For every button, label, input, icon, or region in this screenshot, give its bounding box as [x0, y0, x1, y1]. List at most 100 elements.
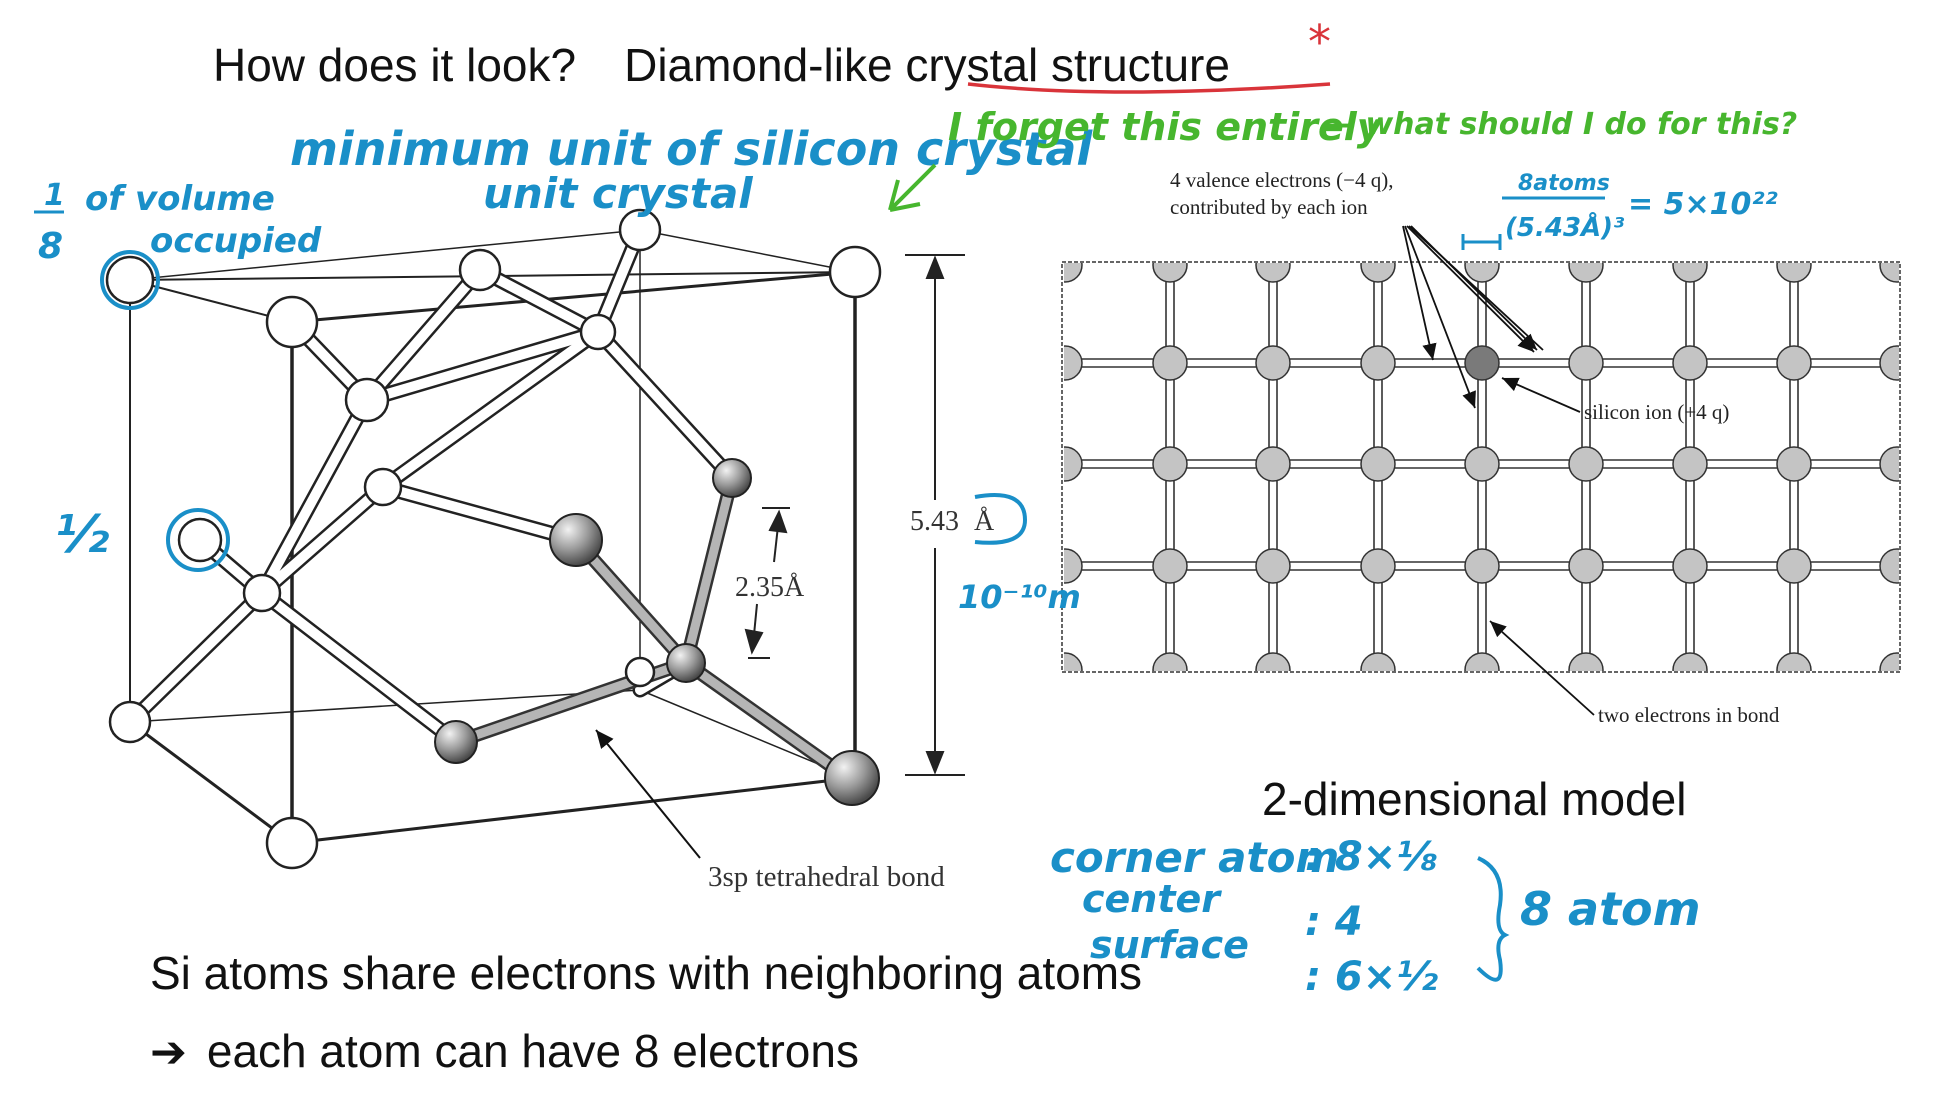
annotation-center-count: : 4 [1305, 899, 1363, 945]
silicon-ion [1360, 446, 1396, 482]
two-d-lattice [1040, 225, 1929, 716]
mask-rect [1040, 240, 1064, 700]
corner-atom [108, 700, 152, 744]
two-d-model-caption: 2-dimensional model [1262, 773, 1687, 825]
silicon-ion [1776, 345, 1812, 381]
annotation-volume-line1: of volume [85, 179, 275, 219]
slide-title: How does it look? Diamond-like crystal st… [213, 38, 1230, 92]
lattice-atoms [1047, 247, 1915, 688]
annotation-corner-count: : 8×⅛ [1305, 834, 1438, 880]
star-mark: * [1308, 15, 1331, 69]
blue-annotations: minimum unit of silicon crystal unit cry… [34, 122, 1778, 1000]
annotation-fraction-numerator: 1 [44, 178, 65, 213]
silicon-ion [1464, 548, 1500, 584]
annotation-center: center [1082, 877, 1222, 921]
lattice-constant-value: 5.43 [910, 506, 959, 537]
mask-rect [1040, 240, 1920, 263]
bond-type-label: 3sp tetrahedral bond [708, 861, 945, 893]
silicon-ion [1776, 548, 1812, 584]
silicon-ion [1360, 548, 1396, 584]
shaded-atoms [434, 458, 880, 806]
annotation-total-atoms: 8 atom [1520, 882, 1701, 936]
body-text-line2: ➔ each atom can have 8 electrons [150, 1024, 859, 1078]
annotation-forget-note: I forget this entirely [948, 105, 1384, 149]
silicon-ion [1255, 345, 1291, 381]
annotation-volume-line2: occupied [150, 221, 322, 261]
title-question: How does it look? [213, 39, 577, 91]
face-atom [363, 467, 403, 507]
valence-arrows [1402, 225, 1544, 409]
ion-label: silicon ion (+4 q) [1584, 400, 1729, 424]
annotation-surface: surface [1090, 923, 1249, 967]
bond-dimension [744, 507, 790, 659]
annotation-unit-crystal: unit crystal [483, 169, 753, 218]
annotation-density-numerator: 8atoms [1518, 171, 1610, 196]
valence-label-line2: contributed by each ion [1170, 195, 1368, 219]
annotation-length-power: 10⁻¹⁰m [958, 578, 1081, 616]
silicon-ion [1672, 446, 1708, 482]
annotation-minimum-unit: minimum unit of silicon crystal [290, 122, 1093, 176]
silicon-ion [1568, 548, 1604, 584]
face-atom [624, 656, 656, 688]
annotation-density-result: = 5×10²² [1628, 187, 1778, 222]
silicon-ion [1672, 345, 1708, 381]
mask-rect [1899, 240, 1929, 700]
shaded-atom [549, 513, 603, 567]
body-text-line1: Si atoms share electrons with neighborin… [150, 947, 1143, 999]
face-atom [458, 248, 502, 292]
bond-label-arrow [595, 729, 701, 859]
face-atom [579, 313, 617, 351]
title-prefix: Diamond-like [624, 39, 906, 91]
corner-atom-circle [100, 250, 160, 310]
unit-cell-diagram [105, 208, 965, 870]
lattice-dimension [905, 254, 965, 776]
annotation-question-note: — what should I do for this? [1325, 107, 1797, 142]
bond-electrons-label: two electrons in bond [1598, 703, 1780, 727]
valence-label-line1: 4 valence electrons (−4 q), [1170, 168, 1394, 192]
annotation-half: ½ [55, 505, 109, 565]
bond-length-label: 2.35Å [735, 572, 805, 603]
title-underline: * [967, 15, 1331, 94]
lattice-constant-unit: Å [974, 506, 995, 537]
shaded-atom [712, 458, 752, 498]
lattice-edge-mask [1040, 240, 1929, 701]
white-atoms [105, 208, 882, 870]
silicon-ion-highlighted [1464, 345, 1500, 381]
corner-atom [265, 816, 319, 870]
title-highlight: crystal structure [905, 39, 1230, 91]
bond-electrons-arrow [1489, 620, 1595, 716]
ion-arrow [1501, 377, 1581, 413]
face-atom [177, 517, 223, 563]
annotation-fraction-denominator: 8 [38, 226, 63, 267]
silicon-ion [1672, 548, 1708, 584]
face-atom-circle [166, 508, 230, 572]
mask-rect [1040, 671, 1920, 701]
corner-atom [618, 208, 662, 252]
total-brace [1476, 856, 1510, 982]
corner-atom [105, 255, 155, 305]
silicon-ion [1568, 345, 1604, 381]
interior-atom [242, 573, 282, 613]
annotation-density-denominator: (5.43Å)³ [1505, 211, 1625, 243]
silicon-ion [1255, 446, 1291, 482]
unit-circle-mark [974, 493, 1028, 545]
body-text-line2-content: each atom can have 8 electrons [206, 1025, 859, 1077]
silicon-ion [1255, 548, 1291, 584]
shaded-atom [434, 720, 478, 764]
silicon-ion [1152, 446, 1188, 482]
corner-atom [828, 245, 882, 299]
silicon-ion [1568, 446, 1604, 482]
right-arrow-icon: ➔ [150, 1028, 187, 1077]
silicon-ion [1464, 446, 1500, 482]
silicon-ion [1152, 345, 1188, 381]
shaded-atom [666, 643, 706, 683]
cube-edges [129, 229, 857, 845]
silicon-ion [1152, 548, 1188, 584]
annotation-surface-count: : 6×½ [1305, 954, 1438, 1000]
corner-atom [265, 295, 319, 349]
annotation-corner-atom: corner atom [1050, 833, 1339, 882]
green-arrow [888, 163, 937, 212]
shaded-atom [824, 750, 880, 806]
